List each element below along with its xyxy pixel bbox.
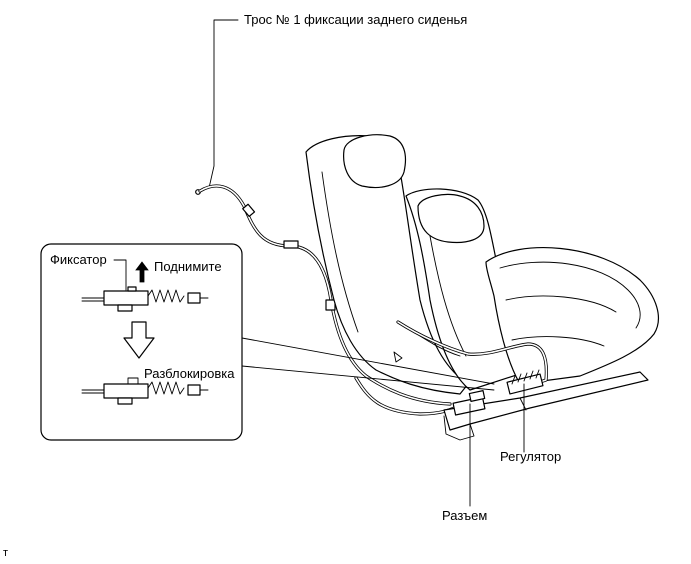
- arrow-down-icon: [123, 321, 155, 359]
- mechanism-locked: [81, 286, 209, 312]
- cable-leader-line: [208, 19, 239, 189]
- latch-leader: [113, 259, 127, 291]
- corner-mark: т: [3, 547, 8, 559]
- connector-assembly: [452, 390, 486, 416]
- lift-label: Поднимите: [154, 259, 222, 274]
- lock-cable: [195, 184, 452, 406]
- headrest: [343, 134, 407, 189]
- unlock-label: Разблокировка: [144, 366, 235, 381]
- latch-label: Фиксатор: [50, 252, 107, 267]
- regulator-assembly: [506, 369, 544, 395]
- cable-clip-3: [325, 299, 336, 311]
- headrest-2: [417, 193, 485, 244]
- callout-line-upper: [241, 337, 495, 385]
- arrow-up-icon: [135, 261, 149, 283]
- cable-clip-1: [242, 203, 256, 218]
- seat-cushion: [485, 247, 659, 385]
- callout-line-lower: [241, 365, 495, 391]
- inset-detail: Фиксатор Поднимите Разблокировка: [40, 243, 243, 441]
- cable-clip-2: [283, 240, 299, 249]
- rear-seat: [305, 134, 659, 441]
- mechanism-unlocked: [81, 377, 209, 405]
- seat-rail: [443, 371, 649, 431]
- regulator-label: Регулятор: [500, 449, 561, 464]
- connector-label: Разъем: [442, 508, 487, 523]
- cable-label: Трос № 1 фиксации заднего сиденья: [244, 12, 467, 27]
